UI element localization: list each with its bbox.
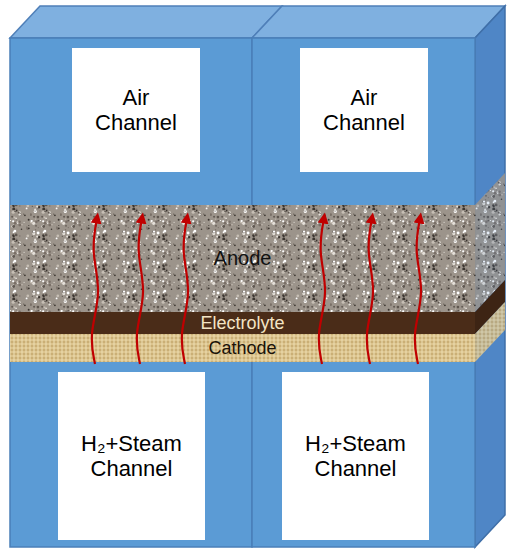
- flow-arrow: [319, 218, 325, 364]
- flow-arrow: [137, 218, 143, 364]
- electrolyte-layer: [10, 312, 475, 334]
- node-label: Electrolyte: [200, 313, 284, 334]
- node-label: H₂+Steam Channel: [77, 431, 187, 482]
- cathode-layer: [10, 334, 475, 362]
- layer-band: Cathode: [10, 334, 475, 362]
- channel-box: H₂+Steam Channel: [282, 372, 429, 540]
- node-label: Anode: [214, 247, 272, 270]
- top-face: [10, 6, 282, 38]
- flow-arrow: [182, 218, 188, 364]
- flow-arrow: [367, 218, 373, 364]
- layer-band: Anode: [10, 205, 475, 312]
- anode-layer: [10, 205, 475, 312]
- channel-box: H₂+Steam Channel: [58, 372, 205, 540]
- channel-box: Air Channel: [72, 48, 200, 172]
- flow-arrow: [92, 218, 98, 364]
- side-face: [475, 6, 505, 547]
- top-face: [252, 6, 505, 38]
- flow-arrow: [415, 218, 421, 364]
- node-label: Cathode: [208, 338, 276, 359]
- cathode-layer-side: [475, 302, 505, 362]
- node-label: Air Channel: [86, 85, 186, 136]
- channel-box: Air Channel: [300, 48, 428, 172]
- ion-flow-arrows: [92, 218, 421, 364]
- node-label: H₂+Steam Channel: [301, 431, 411, 482]
- layer-band: Electrolyte: [10, 312, 475, 334]
- node-label: Air Channel: [314, 85, 414, 136]
